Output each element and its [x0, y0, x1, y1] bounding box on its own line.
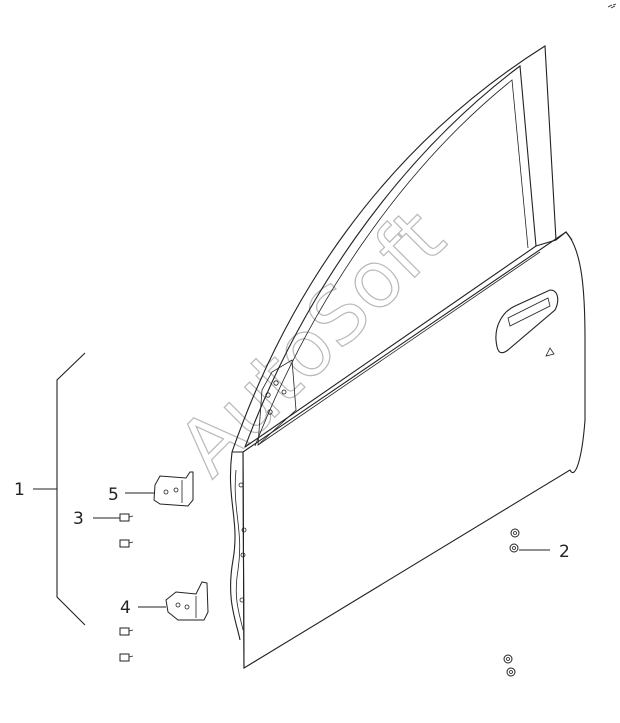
lower-hinge [138, 581, 209, 621]
nut-1 [510, 528, 520, 538]
nut-3 [503, 654, 513, 664]
nut-2 [509, 543, 519, 553]
upper-hinge [125, 471, 194, 507]
hinge-nuts [503, 528, 550, 677]
callout-5: 5 [108, 485, 119, 505]
bolt-3 [119, 627, 134, 636]
bolt-2 [119, 539, 134, 548]
bolt-4 [119, 653, 134, 662]
callout-2: 2 [559, 542, 570, 562]
callout-4: 4 [120, 598, 131, 618]
bolt-1 [119, 513, 134, 522]
assembly-bracket [33, 352, 86, 626]
nut-4 [506, 667, 516, 677]
callout-3: 3 [73, 509, 84, 529]
watermark-text: AutoSoft [162, 193, 463, 494]
hinge-bolts [93, 513, 134, 662]
callout-1: 1 [14, 480, 25, 500]
corner-mark [607, 3, 617, 9]
door-panel [229, 45, 586, 669]
